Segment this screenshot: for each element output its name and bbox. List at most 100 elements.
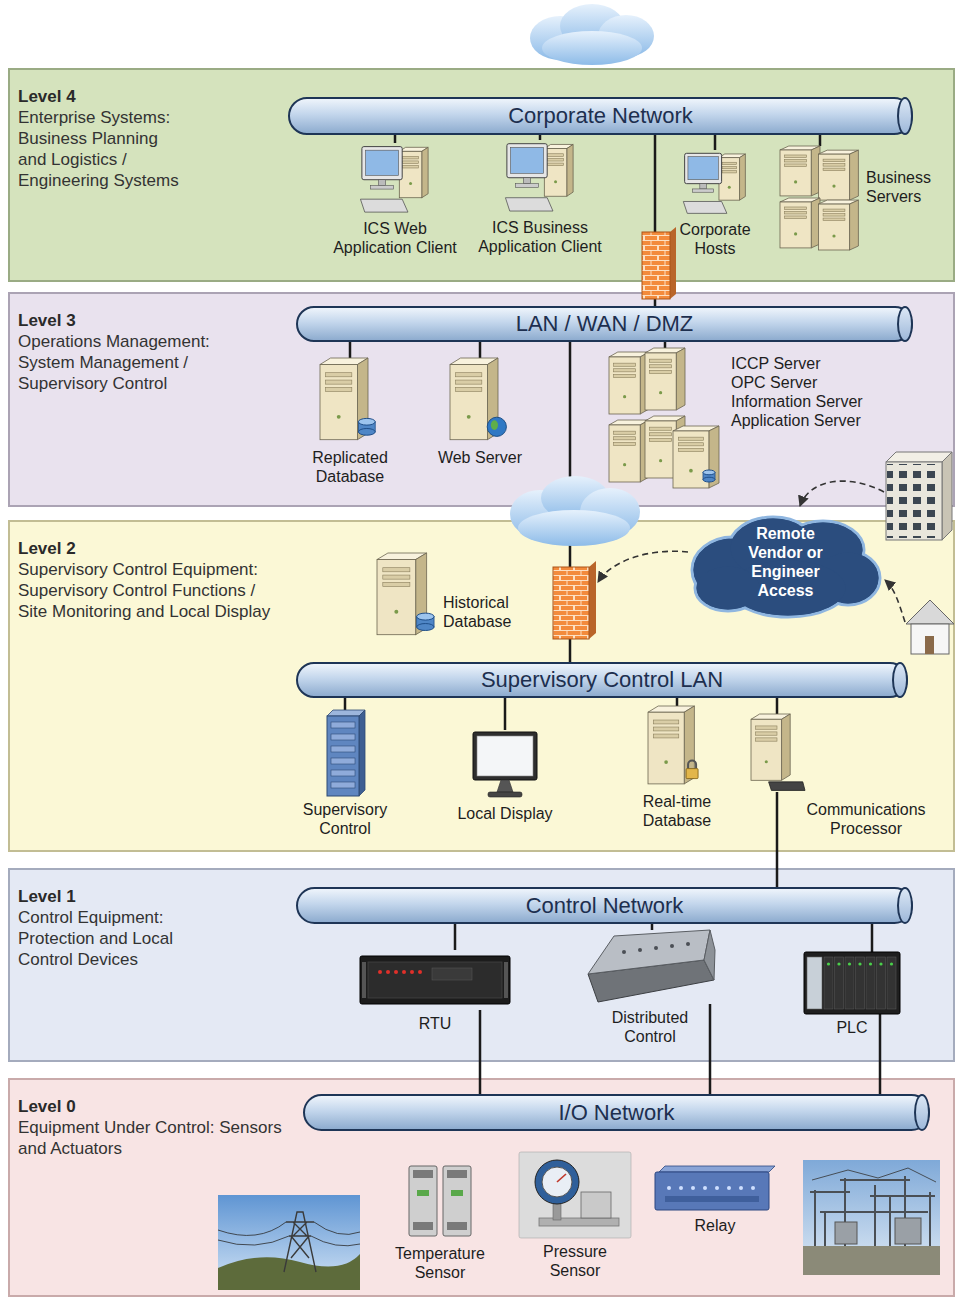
device-icon <box>553 1202 561 1220</box>
remote-access-text: Remote Vendor or Engineer Access <box>731 524 841 600</box>
level-band: Corporate NetworkICS Web Application Cli… <box>8 68 955 282</box>
device-icon <box>327 710 365 716</box>
device-icon <box>539 1218 619 1226</box>
device-node: RTU <box>360 950 510 1033</box>
device-icon <box>422 147 428 197</box>
device-icon <box>409 1166 471 1236</box>
device-icon <box>450 358 510 444</box>
device-icon <box>394 970 398 974</box>
device-icon <box>584 930 716 1004</box>
device-icon <box>609 357 640 414</box>
device-icon <box>659 459 662 462</box>
device-label: ICS Web Application Client <box>328 219 463 257</box>
device-icon <box>683 153 745 213</box>
device-icon <box>383 582 410 586</box>
device-icon <box>394 610 398 614</box>
device-icon <box>794 232 797 235</box>
device-icon <box>739 1186 743 1190</box>
device-icon <box>402 970 406 974</box>
level-description: Enterprise Systems: Business Planning an… <box>18 107 188 191</box>
device-icon <box>327 710 365 796</box>
level-band: Control NetworkRTUDistributed ControlPLC… <box>8 868 955 1062</box>
device-icon <box>331 722 355 728</box>
device-icon <box>887 957 896 1009</box>
device-icon <box>689 469 693 473</box>
device-label: Historical Database <box>443 593 533 631</box>
device-icon <box>877 957 886 1009</box>
device-icon <box>650 427 672 430</box>
device-icon <box>360 950 510 1010</box>
device-icon <box>395 1160 485 1240</box>
device-icon <box>588 930 715 1002</box>
device-label: Distributed Control <box>600 1008 700 1046</box>
device-icon <box>848 962 851 965</box>
device-label: Corporate Hosts <box>669 220 761 258</box>
device-icon <box>749 714 805 792</box>
network-cloud <box>518 510 630 546</box>
device-label: Temperature Sensor <box>385 1244 495 1282</box>
device-icon <box>614 363 636 366</box>
device-icon <box>648 706 698 784</box>
device-icon <box>417 613 434 620</box>
device-icon <box>403 165 419 168</box>
device-icon <box>497 780 513 792</box>
level-description: Equipment Under Control: Sensors and Act… <box>18 1117 308 1159</box>
device-icon <box>548 158 564 161</box>
remote-building <box>942 452 952 540</box>
device-icon <box>358 418 375 425</box>
device-icon <box>542 1167 572 1197</box>
network-link <box>539 135 542 140</box>
remote-building <box>886 452 952 462</box>
device-icon <box>451 1190 463 1196</box>
device-icon <box>505 198 553 211</box>
network-link <box>776 698 779 714</box>
device-icon <box>823 159 845 161</box>
device-icon <box>685 153 722 183</box>
device-icon <box>703 470 715 475</box>
device-icon <box>409 1166 437 1236</box>
device-node: Pressure Sensor <box>519 1152 631 1280</box>
device-icon <box>751 714 805 790</box>
level-description: Operations Management: System Management… <box>18 331 223 394</box>
network-link <box>504 698 507 730</box>
device-icon <box>456 380 482 384</box>
device-icon <box>360 199 408 212</box>
network-link <box>676 698 679 706</box>
device-icon <box>359 143 431 215</box>
device-icon <box>664 760 668 764</box>
transmission-tower-photo <box>218 1254 360 1290</box>
firewall <box>553 561 596 639</box>
device-icon <box>365 150 398 175</box>
device-icon <box>456 373 482 377</box>
device-icon <box>638 948 642 952</box>
internet-cloud <box>530 4 654 65</box>
device-node: Real-time Database <box>632 706 722 830</box>
network-label: LAN / WAN / DMZ <box>516 311 694 337</box>
device-label: Supervisory Control <box>290 800 400 838</box>
device-icon <box>473 732 537 780</box>
device-icon <box>835 957 844 1009</box>
device-icon <box>678 448 703 451</box>
level-heading: Level 4 <box>18 86 188 107</box>
device-icon <box>614 437 636 440</box>
device-icon <box>473 732 537 797</box>
device-icon <box>654 946 658 950</box>
network-label: I/O Network <box>558 1100 674 1126</box>
device-icon <box>655 1172 769 1210</box>
level-text-block: Level 0Equipment Under Control: Sensors … <box>18 1096 308 1159</box>
device-icon <box>360 956 510 1004</box>
device-icon <box>326 387 352 391</box>
device-icon <box>320 358 375 440</box>
network-label: Supervisory Control LAN <box>481 667 723 693</box>
pipe-end-cap <box>892 662 908 698</box>
device-icon <box>614 442 636 445</box>
device-label-block: Supervisory Control <box>290 800 400 838</box>
pipe-end-cap <box>914 1094 930 1131</box>
device-icon <box>331 746 355 752</box>
device-icon <box>756 738 777 741</box>
device-icon <box>785 207 807 209</box>
device-icon <box>326 373 352 377</box>
substation-photo <box>803 1160 940 1275</box>
device-icon <box>679 1186 683 1190</box>
